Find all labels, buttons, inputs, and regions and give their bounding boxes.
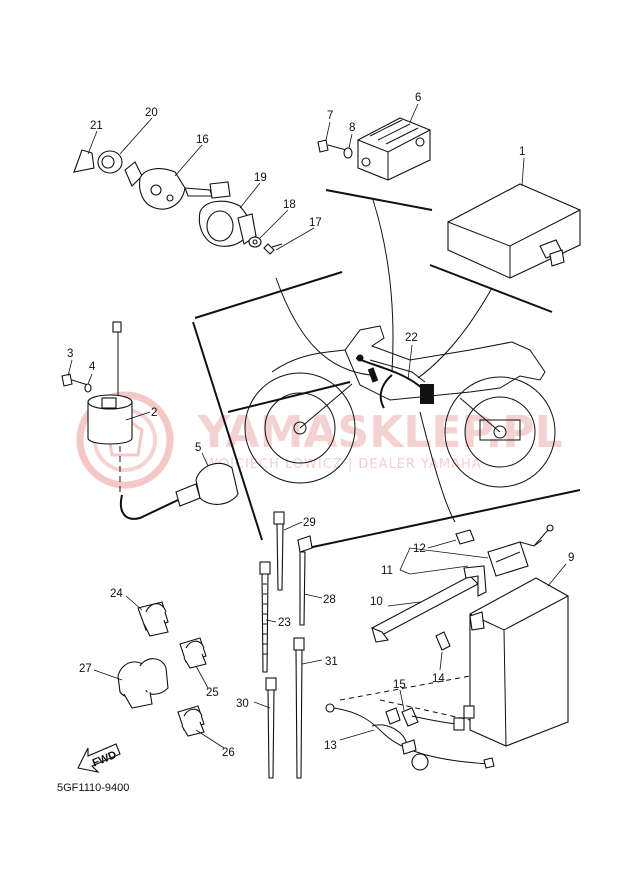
motorcycle-outline — [244, 325, 556, 488]
callout-1: 1 — [519, 146, 525, 158]
part-7-bolt — [317, 139, 347, 153]
part-28-cable-tie — [297, 535, 313, 626]
part-1-cdi-unit — [447, 183, 581, 279]
callout-27: 27 — [79, 663, 92, 675]
callout-7: 7 — [327, 110, 333, 122]
watermark: YAMASKLEP.PL WOJCIECH LOWICZ | DEALER YA… — [76, 391, 563, 489]
callout-19: 19 — [254, 172, 267, 184]
callout-23: 23 — [278, 617, 291, 629]
callout-14: 14 — [432, 673, 445, 685]
part-31-cable-tie — [293, 637, 305, 779]
part-13-lead-wire — [325, 675, 495, 771]
part-14-fuse — [435, 631, 451, 651]
callout-4: 4 — [89, 361, 96, 373]
part-6-rectifier — [357, 117, 431, 181]
part-17-screw — [263, 243, 283, 255]
part-27-clamp — [117, 658, 169, 709]
callout-24: 24 — [110, 588, 123, 600]
fwd-arrow-icon: FWD — [77, 743, 121, 773]
part-4-washer — [84, 383, 92, 393]
diagram-code: 5GF1110-9400 — [57, 782, 129, 794]
callout-3: 3 — [67, 348, 73, 360]
callout-16: 16 — [196, 134, 209, 146]
region-dividers — [192, 189, 581, 549]
callout-18: 18 — [283, 199, 296, 211]
callout-30: 30 — [236, 698, 249, 710]
callout-22: 22 — [405, 332, 418, 344]
part-5-plug-cap — [120, 462, 239, 520]
callout-31: 31 — [325, 656, 338, 668]
part-9-battery — [463, 577, 569, 747]
leader-lines — [67, 103, 567, 749]
callout-17: 17 — [309, 217, 322, 229]
part-30-cable-tie — [265, 677, 277, 779]
part-21-cap — [73, 149, 95, 173]
part-23-cable-tie — [259, 561, 271, 673]
fwd-label: FWD — [91, 749, 119, 770]
callout-11: 11 — [381, 565, 393, 577]
part-24-clamp — [137, 601, 169, 637]
callout-21: 21 — [90, 120, 103, 132]
callout-5: 5 — [195, 442, 201, 454]
part-20-ring — [97, 150, 123, 174]
part-16-main-switch — [124, 161, 231, 210]
watermark-name: YAMASKLEP.PL — [197, 407, 563, 458]
callout-29: 29 — [303, 517, 316, 529]
callout-9: 9 — [568, 552, 574, 564]
callout-28: 28 — [323, 594, 336, 606]
callout-8: 8 — [349, 122, 355, 134]
callout-numbers: 1 2 3 4 5 6 7 8 9 10 11 12 13 14 15 16 1… — [67, 92, 574, 759]
callout-15: 15 — [393, 679, 406, 691]
callout-26: 26 — [222, 747, 235, 759]
part-11-relay — [487, 524, 554, 577]
part-19-cover — [198, 200, 257, 247]
part-10-battery-band — [371, 565, 487, 643]
part-29-cable-tie — [273, 511, 285, 591]
callout-12: 12 — [413, 543, 426, 555]
part-26-clamp — [177, 705, 205, 737]
callout-13: 13 — [324, 740, 337, 752]
callout-2: 2 — [151, 407, 157, 419]
callout-20: 20 — [145, 107, 158, 119]
part-3-bolt — [61, 373, 89, 387]
part-8-washer — [343, 147, 353, 159]
callout-10: 10 — [370, 596, 383, 608]
callout-25: 25 — [206, 687, 219, 699]
part-12-connector — [455, 529, 475, 545]
part-15-fuse-holder — [385, 707, 465, 731]
watermark-subtitle: WOJCIECH LOWICZ | DEALER YAMAHA — [205, 457, 482, 472]
part-25-clamp — [179, 637, 207, 669]
callout-6: 6 — [415, 92, 421, 104]
part-2-ignition-coil — [87, 321, 133, 495]
part-18-washer — [248, 236, 262, 248]
